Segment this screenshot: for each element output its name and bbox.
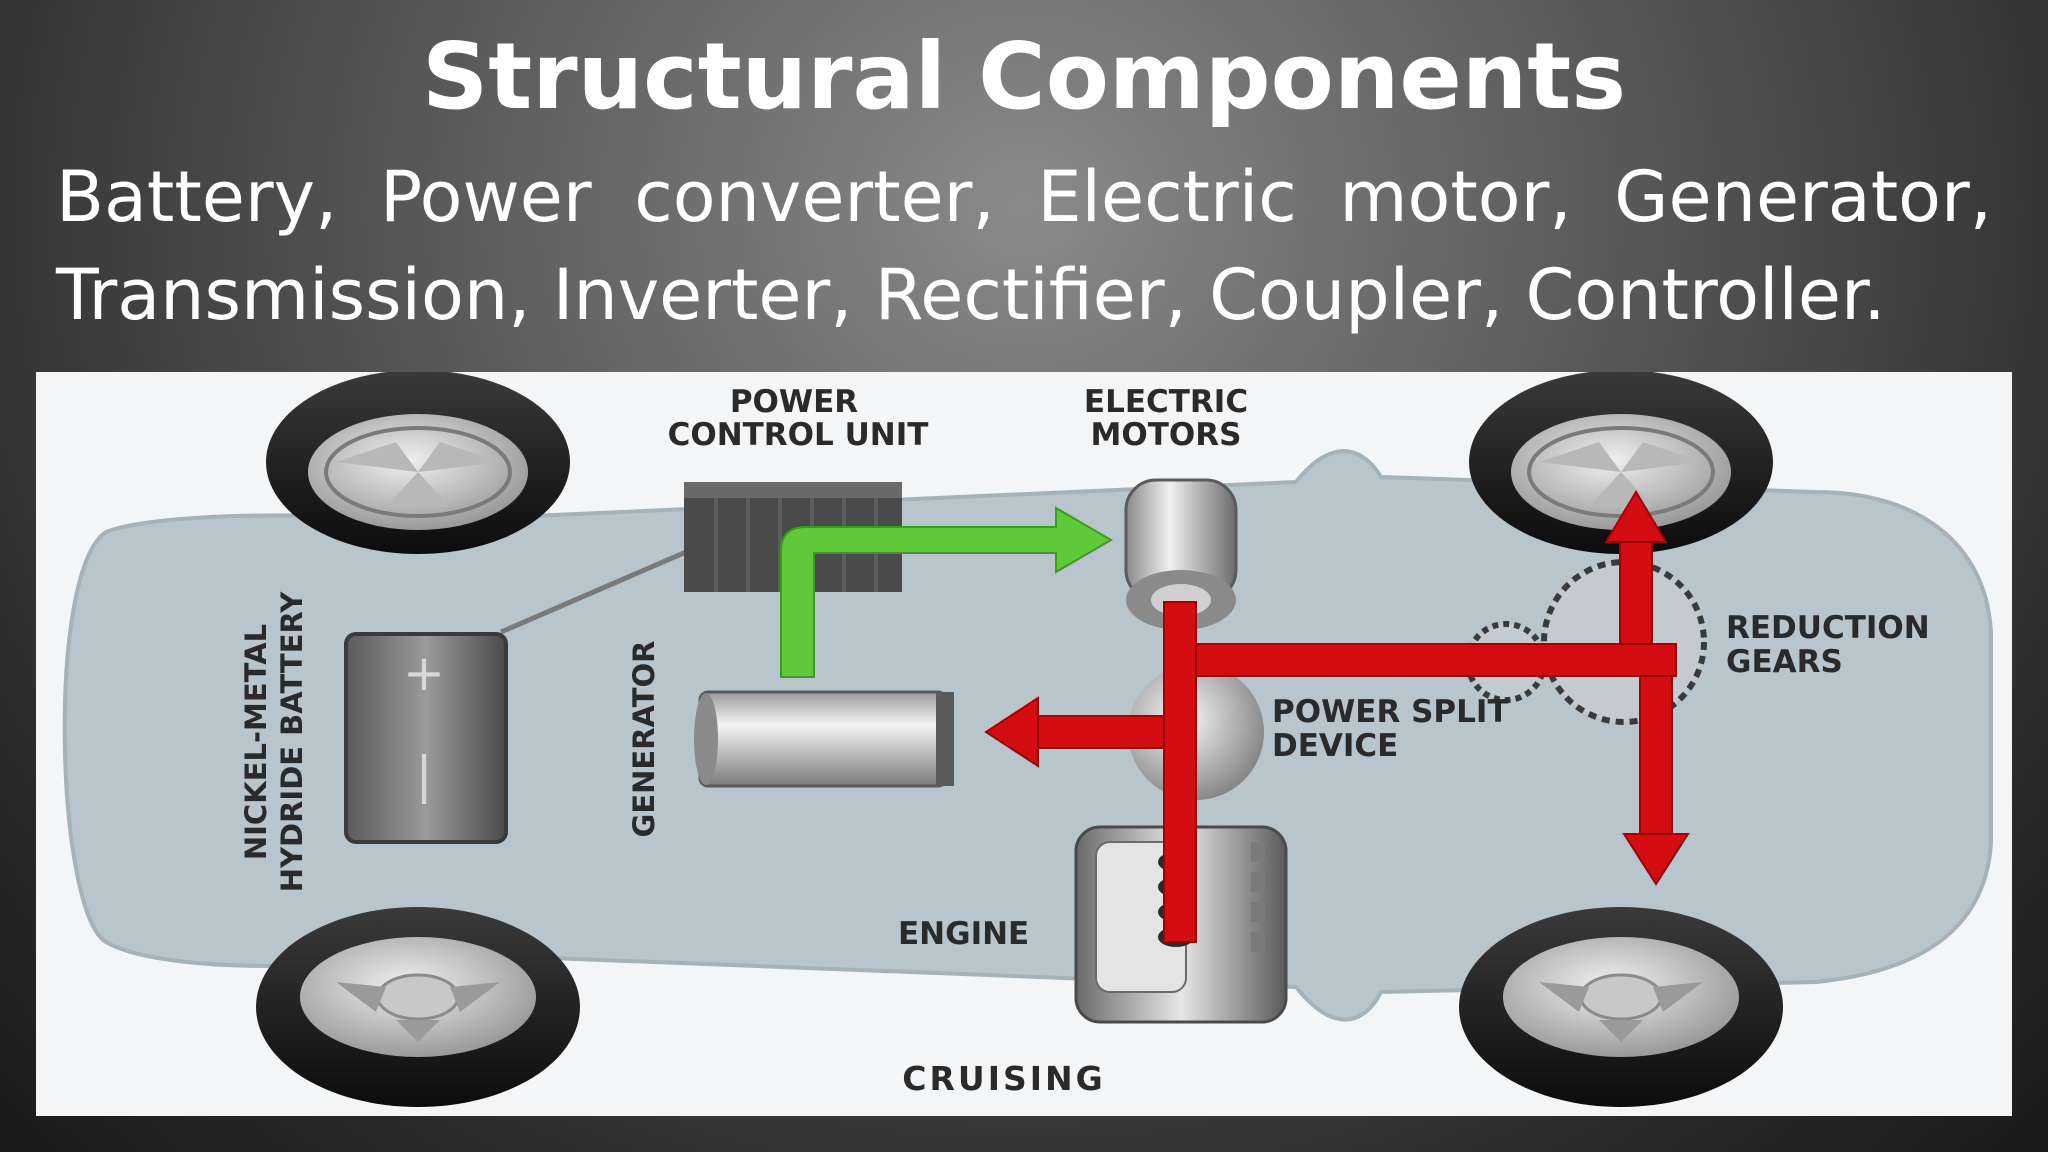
label-power-control-unit-line-1: POWER (730, 384, 858, 420)
svg-text:+: + (403, 644, 445, 702)
front-right-wheel (1469, 372, 1773, 554)
drivetrain-svg: + | (62, 372, 1993, 1107)
label-power-split-device-line-2: DEVICE (1272, 728, 1398, 764)
generator (694, 690, 954, 788)
label-electric-motors-line-2: MOTORS (1091, 417, 1242, 453)
rear-right-wheel (1459, 907, 1783, 1107)
diagram-caption: CRUISING (902, 1059, 1105, 1098)
label-reduction-gears-line-2: GEARS (1726, 644, 1843, 680)
label-battery-line-2: HYDRIDE BATTERY (275, 591, 309, 893)
front-left-wheel (266, 372, 570, 554)
label-engine: ENGINE (898, 916, 1029, 952)
battery-cable (500, 549, 687, 635)
electric-flow-arrow (780, 506, 1113, 678)
electric-motor (1124, 478, 1238, 630)
label-generator: GENERATOR (627, 641, 661, 838)
label-electric-motors-line-1: ELECTRIC (1084, 384, 1248, 420)
label-reduction-gears-line-1: REDUCTION (1726, 610, 1930, 646)
label-power-split-device-line-1: POWER SPLIT (1272, 694, 1509, 730)
mechanical-flow-arrows (984, 490, 1690, 943)
rear-left-wheel (256, 907, 580, 1107)
slide-title: Structural Components (422, 23, 1626, 130)
component-list-line-1: Battery, Power converter, Electric motor… (56, 156, 1992, 238)
label-battery-line-1: NICKEL-METAL (239, 624, 273, 860)
nickel-metal-hydride-battery: + | (344, 632, 508, 844)
component-list-line-2: Transmission, Inverter, Rectifier, Coupl… (56, 254, 1886, 336)
svg-text:|: | (416, 746, 433, 804)
label-power-control-unit-line-2: CONTROL UNIT (668, 417, 929, 453)
component-list: Battery, Power converter, Electric motor… (56, 148, 1992, 344)
hybrid-drivetrain-diagram: + | (36, 372, 2012, 1116)
